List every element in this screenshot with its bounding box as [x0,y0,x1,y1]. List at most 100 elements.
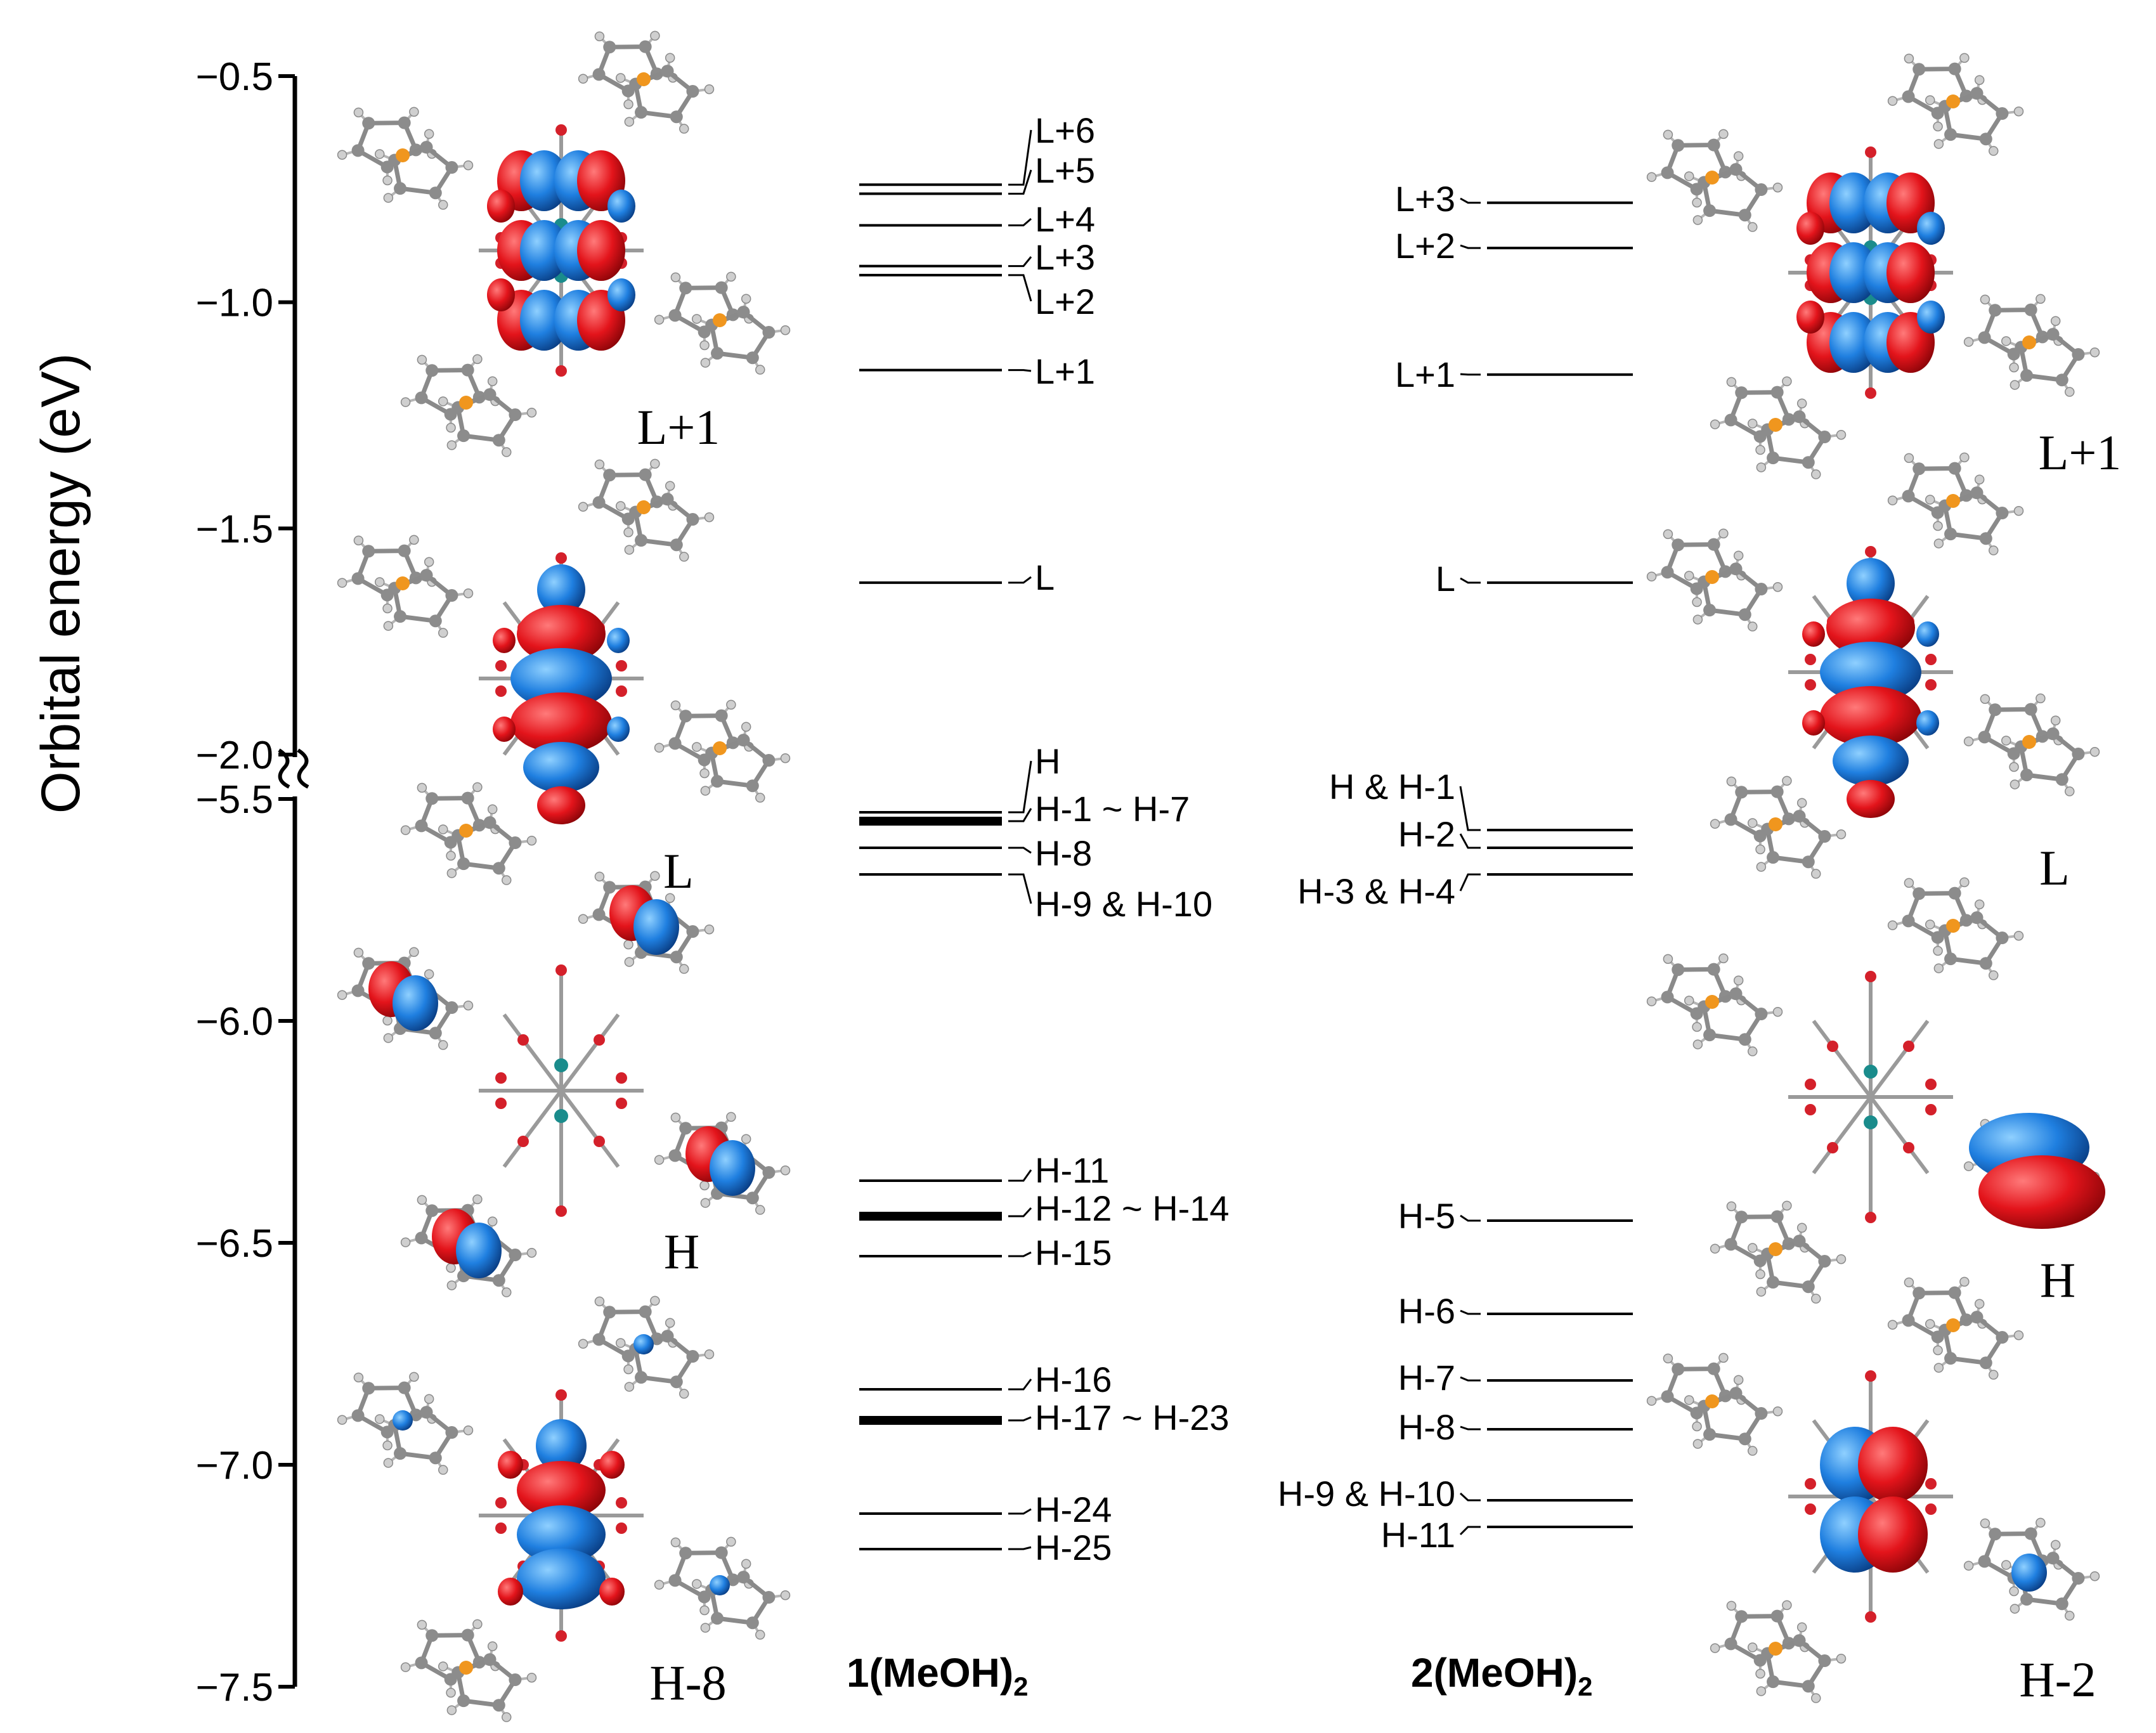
carbon-atom [1818,431,1831,443]
oxygen-atom [1865,1212,1876,1223]
oxygen-atom [1865,1611,1876,1623]
hydrogen-atom [1904,878,1913,887]
hydrogen-atom [1748,1643,1757,1652]
hydrogen-atom [1757,1287,1765,1296]
axis-tick-label: −1.0 [196,282,273,325]
carbon-atom [493,1274,505,1287]
hydrogen-atom [401,1663,410,1671]
carbon-atom [686,1350,699,1363]
hydrogen-atom [624,528,633,537]
level-connector [1460,1377,1481,1380]
hydrogen-atom [417,783,426,792]
carbon-atom [1912,63,1925,75]
phosphorus-atom [1769,1242,1783,1256]
oxygen-atom [555,124,567,136]
hydrogen-atom [2051,1540,2060,1549]
level-label: H-15 [1035,1233,1112,1273]
orbital-lobe-positive [1802,621,1825,647]
level-connector [1460,1527,1481,1535]
hydrogen-atom [1798,1223,1807,1232]
hydrogen-atom [1719,129,1728,138]
carbon-atom [737,1571,750,1583]
carbon-atom [1755,1008,1767,1020]
carbon-atom [1672,139,1684,152]
hydrogen-atom [464,1001,472,1010]
carbon-atom [1755,1407,1767,1420]
orbital-image: H [1647,878,2105,1308]
hydrogen-atom [425,129,434,138]
oxygen-atom [495,660,507,672]
hydrogen-atom [425,1394,434,1403]
bond [504,1091,561,1167]
level-label: H-11 [1381,1515,1455,1555]
hydrogen-atom [1748,1446,1757,1455]
phosphorus-atom [1705,1394,1719,1408]
phosphorus-atom [637,72,651,86]
carbon-atom [509,408,521,421]
carbon-atom [1902,90,1915,103]
level-connector [1008,130,1031,185]
orbital-lobe-negative [710,1140,755,1196]
hydrogen-atom [383,1016,392,1025]
oxygen-atom [555,365,567,377]
carbon-atom [1730,1387,1743,1399]
carbon-atom [737,306,750,318]
hydrogen-atom [1727,377,1736,386]
bond [1814,1021,1871,1097]
oxygen-atom [1805,1104,1816,1115]
phosphorus-atom [637,500,651,514]
hydrogen-atom [705,925,713,934]
carbon-atom [1755,583,1767,595]
carbon-atom [1725,1238,1737,1250]
carbon-atom [1802,456,1815,469]
hydrogen-atom [502,1713,511,1722]
carbon-atom [593,68,606,81]
hydrogen-atom [671,1113,680,1122]
hydrogen-atom [439,1041,448,1049]
hydrogen-atom [781,326,789,335]
hydrogen-atom [671,273,680,282]
carbon-atom [1996,931,2008,944]
level-label: H & H-1 [1329,767,1455,807]
orbital-lobe-negative [607,190,635,223]
hydrogen-atom [625,957,633,966]
carbon-atom [420,141,433,153]
oxygen-atom [1925,1104,1937,1115]
hydrogen-atom [2010,780,2019,789]
carbon-atom [762,1591,775,1604]
carbon-atom [425,364,438,377]
orbital-image-label: L+1 [2039,425,2122,480]
carbon-atom [362,957,375,970]
phosphorus-atom [1705,171,1719,185]
orbital-lobe-negative [1916,621,1939,647]
hydrogen-atom [1904,453,1913,462]
carbon-atom [1661,166,1674,179]
hydrogen-atom [1926,96,1935,105]
hydrogen-atom [1647,572,1656,581]
hydrogen-atom [595,872,604,881]
metal-atom [1864,1115,1878,1129]
hydrogen-atom [2065,787,2074,796]
right-panel-title: 2(MeOH)2 [1411,1650,1592,1701]
hydrogen-atom [727,1112,736,1121]
hydrogen-atom [1748,1243,1757,1252]
hydrogen-atom [1989,146,1998,155]
carbon-atom [593,496,606,509]
level-label: L+1 [1395,354,1455,394]
hydrogen-atom [439,628,448,637]
hydrogen-atom [447,441,456,450]
levels-2-meoh2: L+3L+2L+1LH & H-1H-2H-3 & H-4H-5H-6H-7H-… [1278,179,1633,1555]
orbital-lobe-positive [577,220,625,281]
hydrogen-atom [473,1195,482,1204]
carbon-atom [711,775,724,788]
hydrogen-atom [1692,1422,1701,1431]
hydrogen-atom [705,513,713,522]
oxygen-atom [517,1034,529,1046]
hydrogen-atom [401,398,410,406]
hydrogen-atom [1757,1687,1765,1696]
carbon-atom [2025,1528,2037,1540]
carbon-atom [1767,851,1779,864]
carbon-atom [670,538,683,551]
hydrogen-atom [1964,1162,1973,1171]
